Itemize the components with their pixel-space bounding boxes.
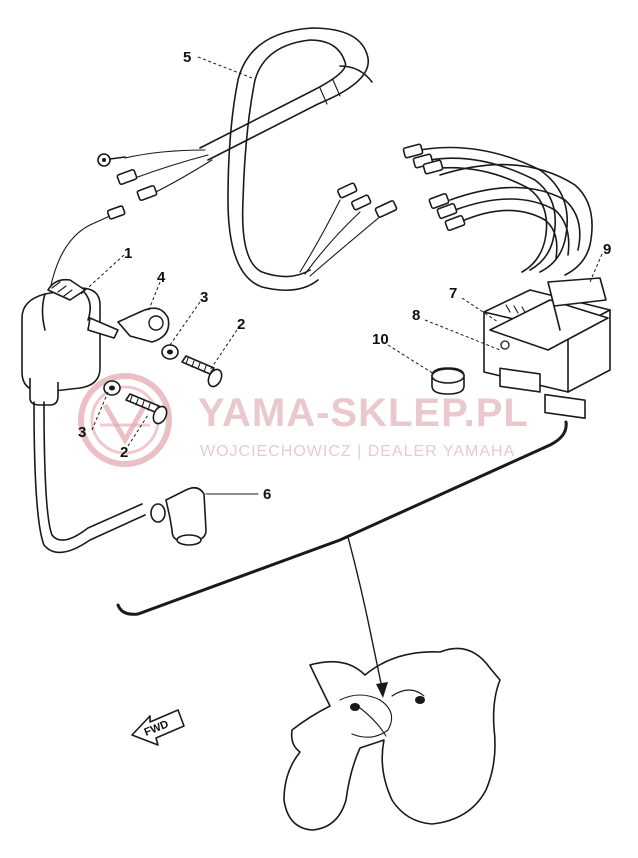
- callout-5: 5: [183, 49, 191, 66]
- damper: [431, 367, 465, 395]
- callout-9: 9: [603, 241, 611, 258]
- callout-10: 10: [372, 331, 389, 348]
- rubber-band: [547, 277, 607, 331]
- pointer-arrowhead-icon: [376, 682, 388, 698]
- callout-leaders: [79, 56, 603, 495]
- watermark: YAMA-SKLEP.PL WOJCIECHOWICZ | DEALER YAM…: [78, 373, 529, 467]
- bullet-connector: [337, 182, 398, 218]
- callout-2: 2: [237, 316, 245, 333]
- washer: [103, 380, 121, 396]
- clamp: [117, 307, 170, 343]
- ignition-coil: [21, 205, 146, 554]
- bolt: [125, 393, 168, 425]
- forward-arrow-icon: FWD: [131, 709, 185, 746]
- callout-7: 7: [449, 285, 457, 302]
- callout-2: 2: [120, 444, 128, 461]
- callout-1: 1: [124, 245, 132, 262]
- watermark-title: YAMA-SKLEP.PL: [198, 391, 529, 435]
- bolt: [181, 355, 223, 388]
- motorcycle-location-outline: [283, 647, 501, 831]
- callout-8: 8: [412, 307, 420, 324]
- ring-terminal: [97, 153, 126, 167]
- callout-4: 4: [157, 269, 166, 286]
- watermark-subtitle: WOJCIECHOWICZ | DEALER YAMAHA: [200, 443, 515, 460]
- callout-3: 3: [200, 289, 208, 306]
- wire-harness: [97, 27, 398, 292]
- callout-3: 3: [78, 424, 86, 441]
- spark-plug-cap: [150, 486, 207, 546]
- mounting-bracket: [489, 299, 609, 351]
- bullet-connector: [116, 168, 158, 202]
- callouts: 5 1 4 3 2 3 2 6 7 8 9 10: [78, 49, 611, 503]
- callout-6: 6: [263, 486, 271, 503]
- group-bracket: [116, 420, 568, 698]
- washer: [161, 344, 179, 360]
